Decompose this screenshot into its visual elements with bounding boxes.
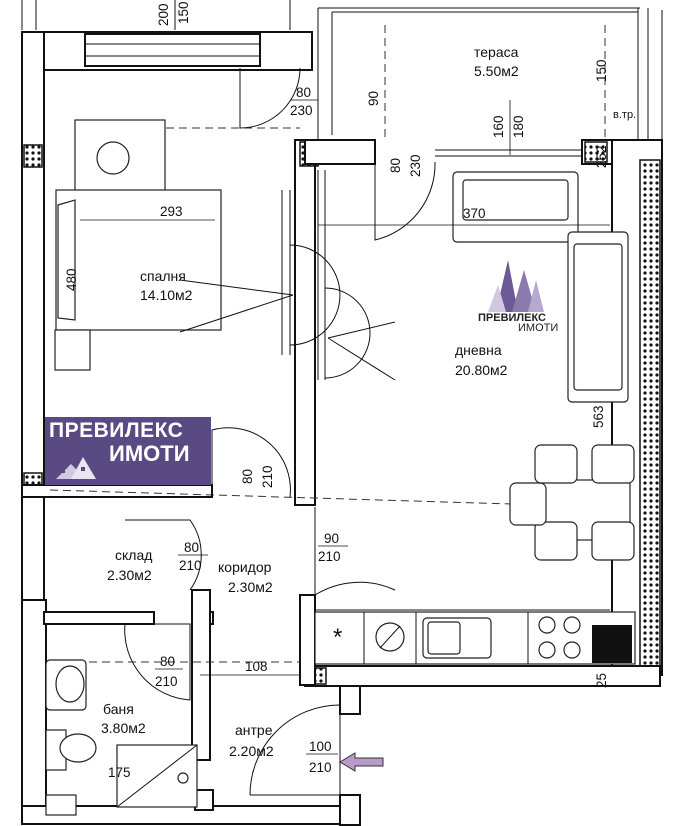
living-area: 20.80м2: [455, 362, 508, 378]
watermark: ПРЕВИЛЕКС ИМОТИ: [478, 250, 560, 334]
company-logo: ПРЕВИЛЕКС ИМОТИ: [45, 417, 211, 485]
door4-height: 210: [318, 549, 341, 564]
door6-height: 210: [155, 674, 178, 689]
bedroom-name: спалня: [140, 268, 186, 284]
corridor-area: 2.30м2: [228, 579, 273, 595]
door2-width: 80: [388, 158, 403, 173]
door3-height: 210: [260, 465, 275, 488]
logo-line1: ПРЕВИЛЕКС: [49, 419, 184, 442]
terrace-area: 5.50м2: [474, 63, 519, 79]
dim-top-150: 150: [176, 1, 191, 24]
bathroom-name: баня: [103, 701, 134, 717]
watermark-line2: ИМОТИ: [518, 322, 559, 334]
terrace-name: тераса: [474, 44, 519, 60]
entrance-arrow: [339, 752, 384, 772]
dim-terrace-180: 180: [511, 115, 526, 138]
dim-right-25: 25: [594, 673, 609, 688]
dim-bed-480: 480: [64, 268, 79, 291]
svg-text:*: *: [333, 624, 342, 651]
door4-width: 90: [324, 531, 339, 546]
door1-height: 230: [290, 103, 313, 118]
door6-width: 80: [160, 654, 175, 669]
door2-height: 230: [408, 154, 423, 177]
door5-width: 80: [184, 540, 199, 555]
door7-width: 100: [309, 739, 332, 754]
dim-bath-175: 175: [108, 765, 131, 780]
bedroom-furniture: [54, 119, 341, 371]
door1-width: 80: [296, 85, 311, 100]
bathroom-fixtures: [45, 659, 198, 816]
doors: [124, 67, 436, 796]
dim-terrace-90: 90: [366, 91, 381, 106]
living-furniture: [317, 170, 635, 561]
door3-width: 80: [240, 469, 255, 484]
dim-terrace-150: 150: [594, 59, 609, 82]
door7-height: 210: [309, 760, 332, 775]
dim-right-252: 252: [594, 145, 609, 168]
watermark-icon: [488, 260, 544, 312]
dimension-labels: 200 150 150 90 160 180 293 480 370 563 2…: [64, 1, 636, 780]
storage-area: 2.30м2: [107, 567, 152, 583]
door5-height: 210: [179, 558, 202, 573]
bathroom-area: 3.80м2: [101, 720, 146, 736]
dim-living-370: 370: [463, 206, 486, 221]
door-labels: 80 230 80 230 80 210 90 210 80 210 80 21…: [155, 85, 423, 775]
room-labels: тераса 5.50м2 спалня 14.10м2 дневна 20.8…: [101, 44, 519, 759]
hall-name: антре: [235, 722, 273, 738]
dim-bed-293: 293: [160, 204, 183, 219]
living-name: дневна: [455, 342, 502, 358]
vtr-label: в.тр.: [613, 109, 636, 121]
logo-line2: ИМОТИ: [109, 441, 190, 466]
dim-living-563: 563: [591, 405, 606, 428]
bedroom-area: 14.10м2: [140, 287, 193, 303]
walls: [21, 0, 663, 826]
logo-building-icon: [56, 457, 96, 479]
dim-terrace-160: 160: [491, 115, 506, 138]
kitchen: *: [314, 609, 636, 665]
hall-area: 2.20м2: [229, 743, 274, 759]
dim-top-200: 200: [156, 3, 171, 26]
dim-bath-108: 108: [245, 659, 268, 674]
dashed-lines: [49, 25, 611, 663]
storage-name: склад: [115, 547, 152, 563]
corridor-name: коридор: [218, 559, 272, 575]
watermark-line1: ПРЕВИЛЕКС: [478, 312, 546, 324]
